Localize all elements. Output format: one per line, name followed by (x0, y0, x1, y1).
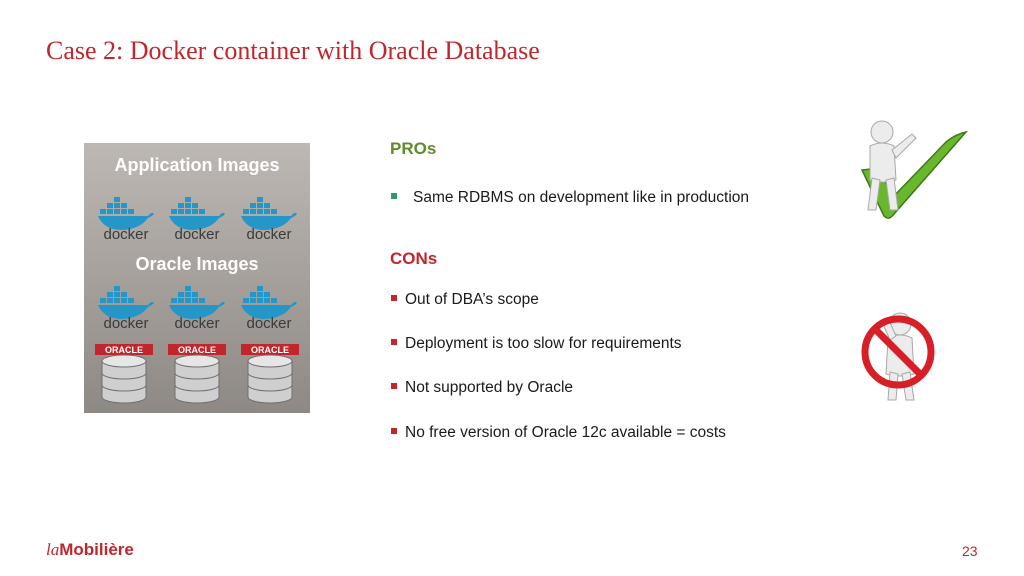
cons-item: Out of DBA’s scope (391, 291, 539, 309)
docker-logo-icon: docker (241, 197, 297, 241)
svg-text:docker: docker (103, 226, 148, 241)
logo-name: Mobilière (59, 540, 134, 559)
application-images-label: Application Images (114, 155, 280, 175)
svg-text:docker: docker (103, 315, 148, 330)
cons-item-text: Deployment is too slow for requirements (405, 335, 682, 352)
oracle-database-icon: ORACLE (95, 344, 153, 404)
bullet-square-icon (391, 427, 397, 434)
bullet-square-icon (391, 338, 397, 345)
docker-logo-icon: docker (98, 197, 154, 241)
bullet-square-icon (391, 382, 397, 389)
cons-heading: CONs (390, 249, 438, 268)
docker-images-panel: Application Images docker docker docker … (84, 143, 310, 413)
logo-prefix: la (46, 540, 60, 559)
docker-logo-icon: docker (241, 286, 297, 330)
svg-text:ORACLE: ORACLE (251, 345, 289, 355)
cons-item: No free version of Oracle 12c available … (391, 424, 726, 442)
svg-text:docker: docker (174, 315, 219, 330)
cons-item-text: No free version of Oracle 12c available … (405, 424, 726, 441)
oracle-database-icon: ORACLE (168, 344, 226, 404)
oracle-images-label: Oracle Images (135, 254, 259, 274)
svg-text:docker: docker (174, 226, 219, 241)
bullet-square-icon (391, 192, 397, 199)
oracle-database-icon: ORACLE (241, 344, 299, 404)
svg-text:docker: docker (246, 226, 291, 241)
slide-title: Case 2: Docker container with Oracle Dat… (46, 36, 540, 65)
pros-item: Same RDBMS on development like in produc… (391, 189, 749, 207)
pros-heading: PROs (390, 139, 437, 158)
la-mobiliere-logo: laMobilière (46, 540, 134, 560)
figure-prohibited-icon (861, 312, 935, 401)
cons-item: Not supported by Oracle (391, 379, 573, 397)
pros-item-text: Same RDBMS on development like in produc… (413, 189, 750, 206)
svg-text:ORACLE: ORACLE (178, 345, 216, 355)
page-number: 23 (962, 543, 978, 559)
cons-item: Deployment is too slow for requirements (391, 335, 682, 353)
bullet-square-icon (391, 294, 397, 301)
svg-text:ORACLE: ORACLE (105, 345, 143, 355)
cons-item-text: Not supported by Oracle (405, 379, 574, 396)
docker-logo-icon: docker (169, 286, 225, 330)
docker-logo-icon: docker (169, 197, 225, 241)
docker-logo-icon: docker (98, 286, 154, 330)
cons-item-text: Out of DBA’s scope (405, 291, 539, 308)
svg-text:docker: docker (246, 315, 291, 330)
figure-checkmark-icon (860, 120, 969, 219)
